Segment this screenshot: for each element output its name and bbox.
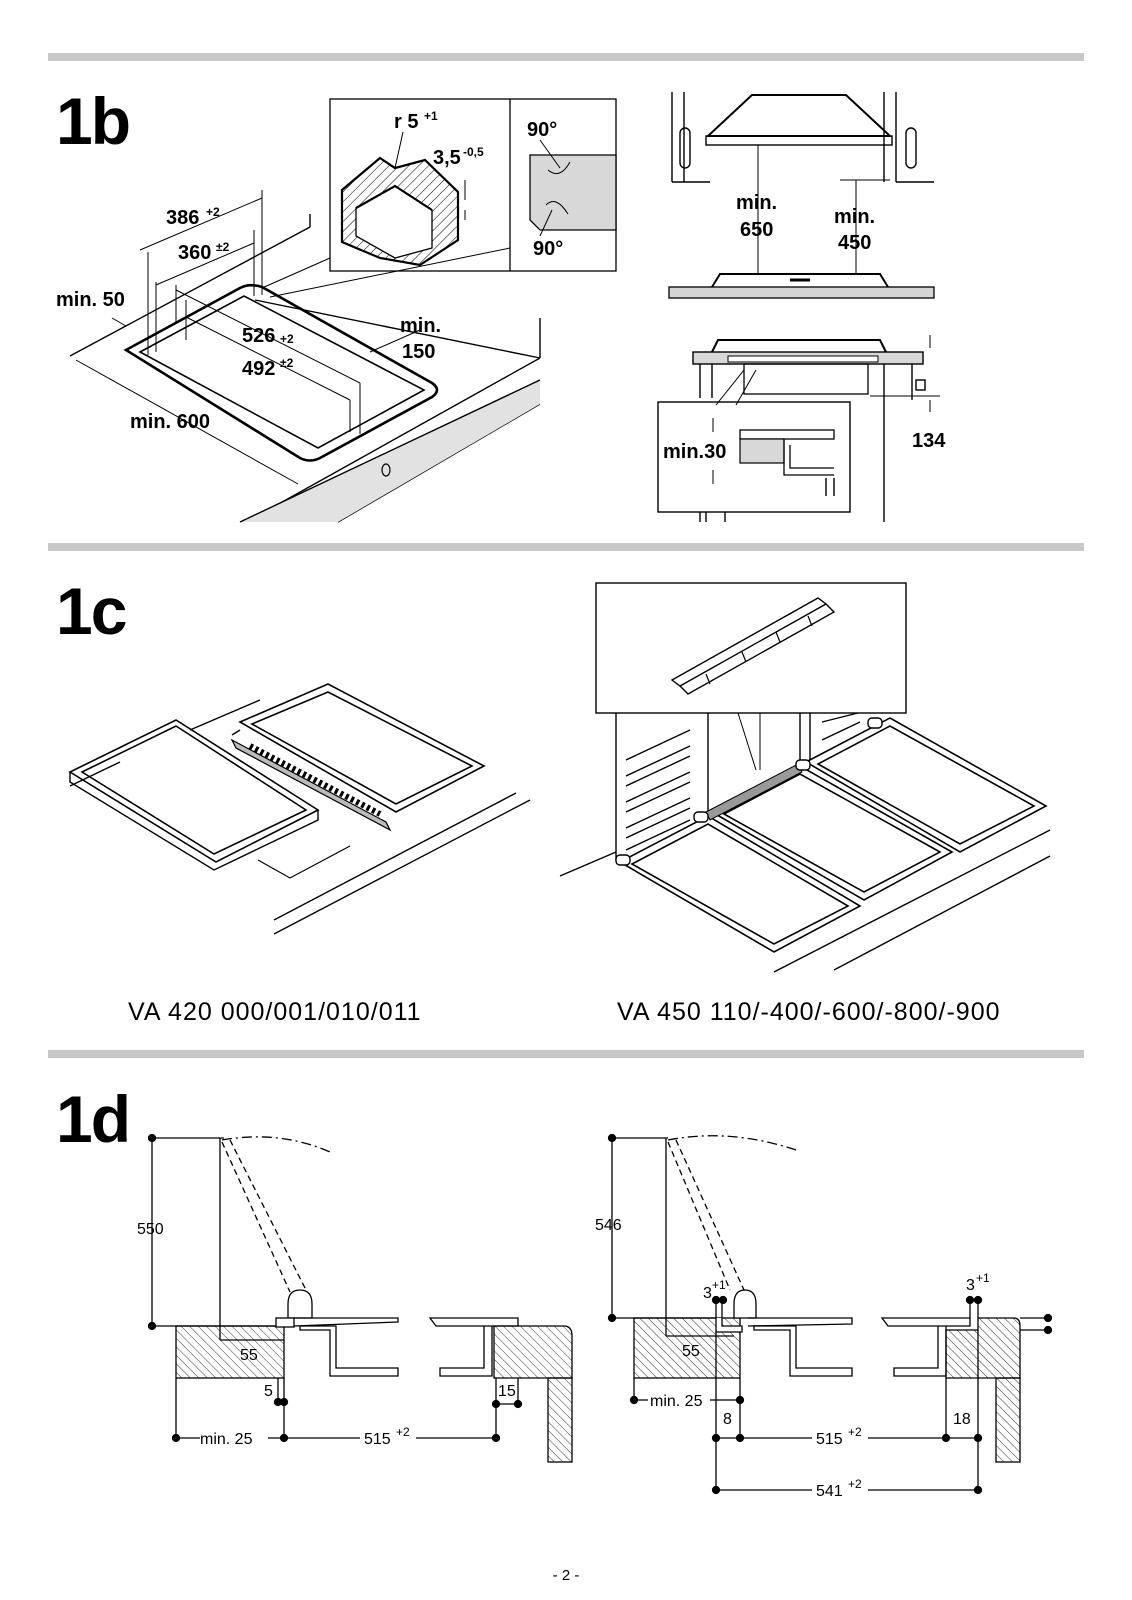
- dim-546: 546: [595, 1217, 622, 1234]
- dim-3-left-tolerance: +1: [712, 1278, 726, 1292]
- corner-detail-box: [329, 98, 617, 272]
- dim-radius-tolerance: +1: [424, 109, 438, 123]
- dim-515-right-tolerance: +2: [848, 1425, 862, 1439]
- hood-min-650-label: min.: [736, 192, 777, 214]
- dim-515-right: 515: [816, 1431, 843, 1448]
- worktop-cutout-drawing: [69, 190, 541, 523]
- dim-3-right: 3: [966, 1277, 975, 1294]
- figure-1b: 386 +2 360 ±2 min. 50 526 +2 492 ±2 min.…: [56, 92, 946, 523]
- dim-134: 134: [912, 430, 946, 452]
- hood-min-450-value: 450: [838, 232, 871, 254]
- model-caption-right: VA 450 110/-400/-600/-800/-900: [617, 998, 1001, 1026]
- dim-360-tolerance: ±2: [216, 240, 230, 254]
- angle-top: 90°: [527, 119, 557, 141]
- section-title-1d: 1d: [56, 1082, 131, 1156]
- dim-min-50: min. 50: [56, 289, 125, 311]
- section-drawing-right: [607, 1133, 1053, 1495]
- dim-515-left-tolerance: +2: [396, 1425, 410, 1439]
- dim-3-right-tolerance: +1: [976, 1271, 990, 1285]
- dim-515-left: 515: [364, 1431, 391, 1448]
- dim-5: 5: [264, 1383, 273, 1400]
- dim-min-150-value: 150: [402, 341, 435, 363]
- section-title-1c: 1c: [56, 574, 127, 648]
- extractor-hood-drawing: [668, 92, 935, 299]
- dim-55-right: 55: [682, 1343, 700, 1360]
- dim-550: 550: [137, 1221, 164, 1238]
- va420-assembly-drawing: [68, 683, 531, 935]
- dim-492: 492: [242, 358, 275, 380]
- dim-depth: 3,5: [433, 147, 461, 169]
- dim-min-600: min. 600: [130, 411, 210, 433]
- dim-55-left: 55: [240, 1347, 258, 1364]
- dim-min-30: min.30: [663, 441, 726, 463]
- dim-3-left: 3: [703, 1285, 712, 1302]
- section-divider-bottom: [48, 1050, 1084, 1058]
- dim-depth-tolerance: -0,5: [463, 145, 484, 159]
- dim-8: 8: [723, 1411, 732, 1428]
- section-title-1b: 1b: [56, 84, 131, 158]
- va450-assembly-drawing: [559, 582, 1051, 973]
- dim-541-tolerance: +2: [848, 1477, 862, 1491]
- angle-bottom: 90°: [533, 238, 563, 260]
- hob-section-drawing: [657, 335, 940, 522]
- dim-radius: r 5: [394, 111, 418, 133]
- dim-386-tolerance: +2: [206, 205, 220, 219]
- model-caption-left: VA 420 000/001/010/011: [128, 998, 422, 1026]
- hood-min-650-value: 650: [740, 219, 773, 241]
- hood-min-450-label: min.: [834, 206, 875, 228]
- section-drawing-left: [147, 1133, 573, 1463]
- dim-360: 360: [178, 242, 211, 264]
- dim-492-tolerance: ±2: [280, 356, 294, 370]
- dim-526-tolerance: +2: [280, 332, 294, 346]
- page-number: - 2 -: [552, 1567, 580, 1584]
- dim-526: 526: [242, 325, 275, 347]
- section-divider-middle: [48, 543, 1084, 551]
- dim-15: 15: [498, 1383, 516, 1400]
- section-divider-top: [48, 53, 1084, 61]
- dim-18: 18: [953, 1411, 971, 1428]
- dim-min-150-label: min.: [400, 315, 441, 337]
- dim-541: 541: [816, 1483, 843, 1500]
- dim-386: 386: [166, 207, 199, 229]
- dim-min-25-left: min. 25: [200, 1431, 253, 1448]
- dim-min-25-right: min. 25: [650, 1393, 703, 1410]
